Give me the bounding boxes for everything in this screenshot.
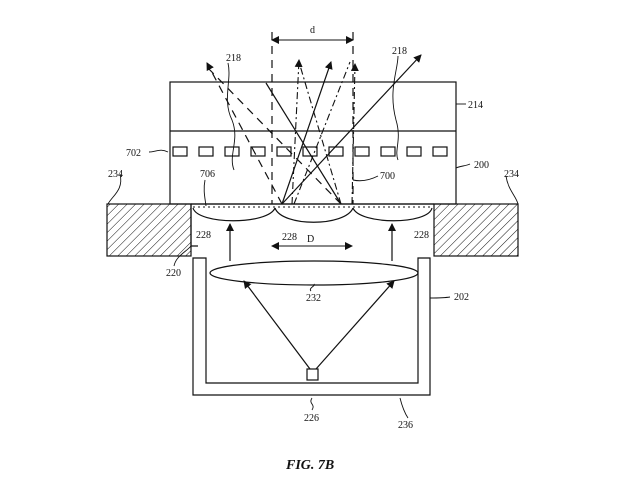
- label-232: 232: [306, 293, 321, 304]
- label-218-left: 218: [226, 53, 241, 64]
- label-220: 220: [166, 268, 181, 279]
- aperture: [432, 146, 448, 157]
- aperture: [302, 146, 318, 157]
- label-218-right: 218: [392, 46, 407, 57]
- label-226: 226: [304, 413, 319, 424]
- dimension-box-700: [271, 32, 354, 204]
- label-d: d: [310, 25, 315, 36]
- label-706: 706: [200, 169, 215, 180]
- source-rays: [243, 280, 395, 370]
- aperture: [224, 146, 240, 157]
- light-source-226: [306, 368, 319, 381]
- label-D: D: [307, 234, 314, 245]
- label-214: 214: [468, 100, 483, 111]
- support-block-right-234: [433, 203, 519, 257]
- label-234-left: 234: [108, 169, 123, 180]
- aperture: [276, 146, 292, 157]
- aperture-array-702: [172, 146, 448, 157]
- label-702: 702: [126, 148, 141, 159]
- label-234-right: 234: [504, 169, 519, 180]
- lens-232: [209, 260, 419, 286]
- housing-202: [192, 257, 431, 396]
- label-202: 202: [454, 292, 469, 303]
- aperture: [354, 146, 370, 157]
- aperture: [328, 146, 344, 157]
- rays-218: [206, 54, 422, 205]
- label-228-left: 228: [196, 230, 211, 241]
- aperture: [380, 146, 396, 157]
- label-700: 700: [380, 171, 395, 182]
- aperture: [172, 146, 188, 157]
- microlens-array-228: [191, 203, 434, 223]
- leader-lines: [107, 55, 519, 419]
- aperture: [250, 146, 266, 157]
- label-200: 200: [474, 160, 489, 171]
- label-236: 236: [398, 420, 413, 431]
- collimated-rays: [226, 223, 396, 261]
- aperture: [406, 146, 422, 157]
- label-228-right: 228: [414, 230, 429, 241]
- figure-caption: FIG. 7B: [285, 458, 334, 473]
- cover-layer-214: [169, 81, 457, 205]
- support-block-left-234: [106, 203, 192, 257]
- label-228-center: 228: [282, 232, 297, 243]
- aperture: [198, 146, 214, 157]
